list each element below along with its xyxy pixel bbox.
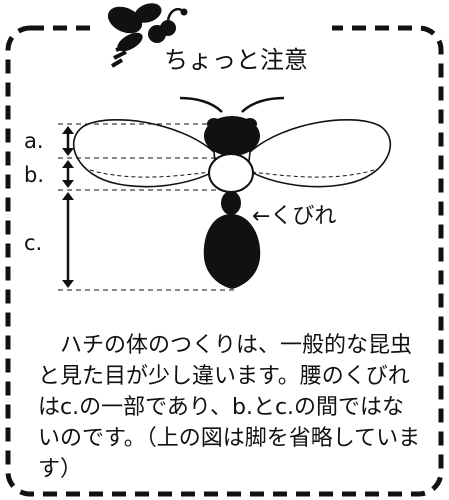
dimension-arrows	[62, 126, 74, 288]
wasp-figure	[73, 96, 391, 289]
bee-icon	[107, 3, 188, 68]
title-text: ちょっと注意	[164, 46, 308, 74]
wasp-waist	[221, 191, 241, 215]
explanation-text: ハチの体のつくりは、一般的な昆虫と見た目が少し違います。腰のくびれはc.の一部で…	[38, 333, 421, 482]
waist-label: ←くびれ	[252, 204, 336, 229]
right-wing	[247, 118, 391, 188]
left-wing	[73, 118, 217, 188]
wasp-thorax	[208, 153, 254, 193]
label-c: c.	[24, 231, 42, 255]
label-b: b.	[24, 163, 44, 187]
wasp-abdomen	[203, 214, 261, 289]
label-a: a.	[24, 129, 44, 153]
